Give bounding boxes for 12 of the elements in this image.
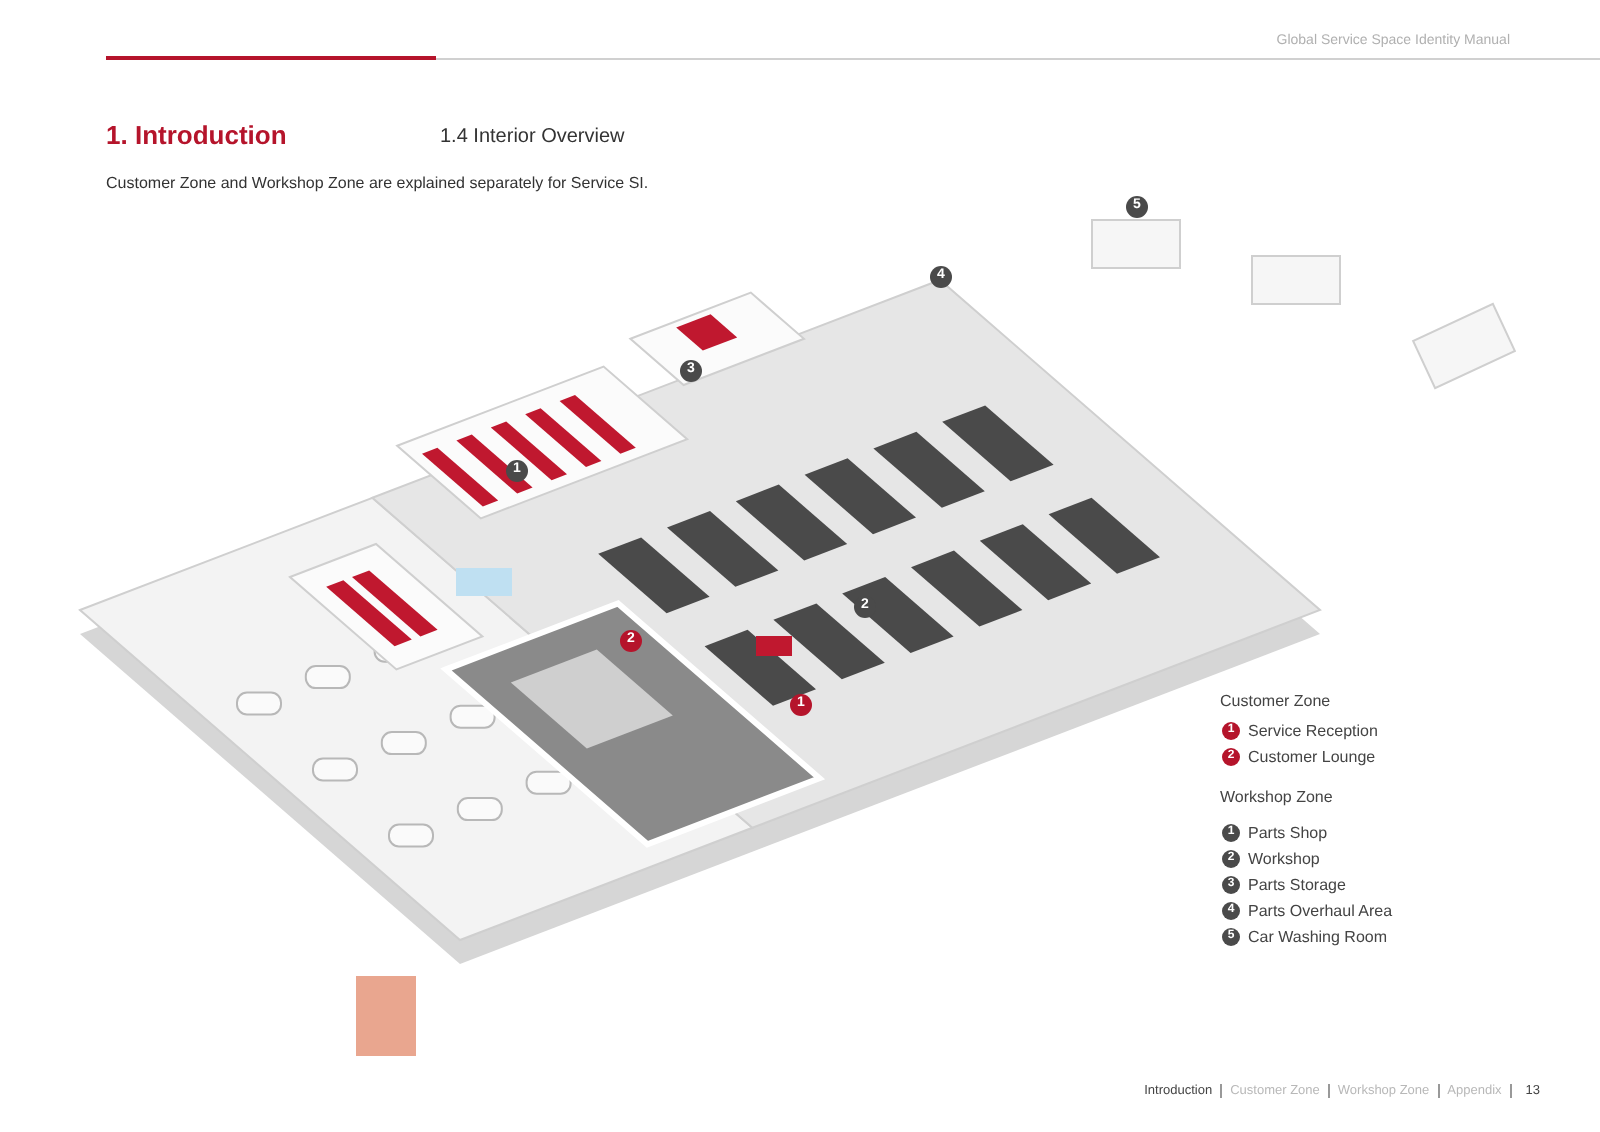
legend-heading: Customer Zone [1220,690,1331,714]
section-title: 1. Introduction [106,118,287,154]
subsection-title: 1.4 Interior Overview [440,124,625,152]
legend-item-text: Service Reception [1248,720,1378,744]
legend-heading: Workshop Zone [1220,786,1333,810]
intro-text: Customer Zone and Workshop Zone are explained separately for Service SI. [106,172,649,196]
legend-item-text: Parts Overhaul Area [1248,900,1393,924]
legend-item-text: Car Washing Room [1248,926,1388,950]
legend-item-text: Parts Storage [1248,874,1346,898]
legend-item-text: Customer Lounge [1248,746,1376,770]
legend-item-text: Parts Shop [1248,822,1328,846]
legend-item-text: Workshop [1248,848,1320,872]
